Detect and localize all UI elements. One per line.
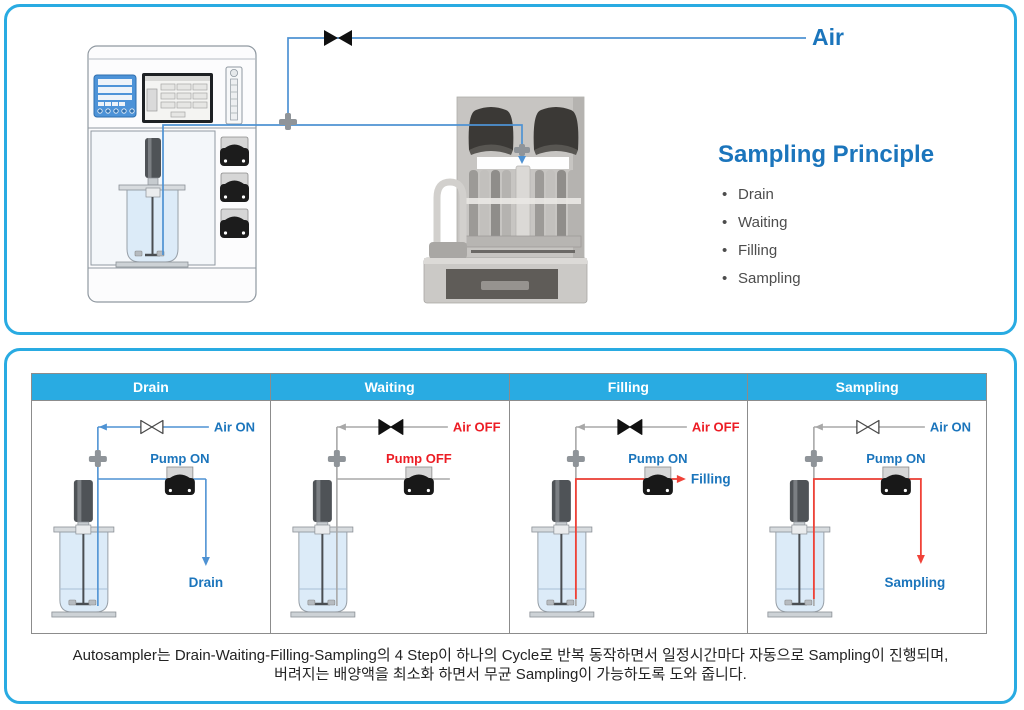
air-label: Air <box>812 24 844 50</box>
step-header: Filling <box>509 374 748 401</box>
air-state-label: Air ON <box>930 420 971 435</box>
autosampler-pump-heads <box>468 107 579 155</box>
valve-open-icon <box>856 419 880 435</box>
pump-icon <box>881 466 912 495</box>
flow-label: Drain <box>189 575 224 590</box>
flow-arrow <box>98 423 107 431</box>
flow-arrow <box>337 423 346 431</box>
step-column-waiting: Waiting Air OFF Pump OFF <box>269 374 509 633</box>
control-panel <box>93 74 137 118</box>
vessel <box>767 480 833 618</box>
vessel <box>290 480 356 618</box>
principle-list: Drain Waiting Filling Sampling <box>718 181 1018 293</box>
tubing-diagram <box>162 30 806 255</box>
scada-screen <box>142 73 213 123</box>
bioreactor-illustration <box>87 45 257 303</box>
t-junction-icon <box>327 450 346 467</box>
steps-table: Drain Drain Air ON Pump ON Waiting <box>31 373 987 634</box>
pump-state-label: Pump ON <box>150 451 209 466</box>
rotameter <box>225 66 243 125</box>
air-state-label: Air OFF <box>453 420 501 435</box>
step-diagram-drain: Drain Air ON Pump ON <box>32 401 270 633</box>
inlet-fitting-icon <box>514 144 530 156</box>
principle-bullet: Drain <box>718 181 1018 209</box>
pump-icon <box>642 466 673 495</box>
flow-label: Filling <box>690 472 730 487</box>
pump-icon <box>403 466 434 495</box>
t-junction-icon <box>279 113 297 130</box>
autosampler-illustration <box>423 96 588 304</box>
valve-closed-icon <box>324 30 352 46</box>
sample-tube-line <box>162 124 523 255</box>
valve-closed-icon <box>616 419 642 435</box>
air-line <box>287 37 806 125</box>
step-header: Sampling <box>748 374 986 401</box>
t-junction-icon <box>566 450 585 467</box>
pump-state-label: Pump OFF <box>386 451 452 466</box>
principle-title: Sampling Principle <box>718 141 935 168</box>
caption: Autosampler는 Drain-Waiting-Filling-Sampl… <box>7 646 1014 684</box>
flow-label: Sampling <box>885 575 946 590</box>
pump-icon <box>164 466 195 495</box>
caption-line-1: Autosampler는 Drain-Waiting-Filling-Sampl… <box>72 647 949 664</box>
t-junction-icon <box>88 450 107 467</box>
pump-state-label: Pump ON <box>867 451 926 466</box>
t-junction-icon <box>805 450 824 467</box>
step-column-drain: Drain Drain Air ON Pump ON <box>32 374 270 633</box>
vessel <box>51 480 117 618</box>
step-diagram-sampling: Sampling Air ON Pump ON <box>748 401 986 633</box>
step-header: Waiting <box>270 374 509 401</box>
flow-arrow <box>576 423 585 431</box>
sampling-principle-panel: Air Sampling Principle Drain Waiting Fil… <box>4 4 1017 335</box>
step-diagram-waiting: Air OFF Pump OFF <box>270 401 509 633</box>
sampling-principle-block: Sampling Principle Drain Waiting Filling… <box>718 141 1018 293</box>
handle <box>433 178 467 245</box>
air-state-label: Air OFF <box>691 420 739 435</box>
vessel <box>115 138 189 268</box>
valve-open-icon <box>140 419 164 435</box>
sample-tubes <box>469 170 577 240</box>
principle-bullet: Filling <box>718 237 1018 265</box>
pump-state-label: Pump ON <box>628 451 687 466</box>
step-column-filling: Filling Filling Air OFF Pump ON <box>508 374 748 633</box>
valve-closed-icon <box>378 419 404 435</box>
flow-arrow <box>815 423 824 431</box>
air-state-label: Air ON <box>214 420 255 435</box>
step-diagram-filling: Filling Air OFF Pump ON <box>509 401 748 633</box>
down-arrow <box>518 156 526 164</box>
vessel <box>528 480 594 618</box>
principle-bullet: Sampling <box>718 265 1018 293</box>
steps-panel: Drain Drain Air ON Pump ON Waiting <box>4 348 1017 704</box>
step-header: Drain <box>32 374 270 401</box>
step-column-sampling: Sampling Sampling Air ON Pump ON <box>747 374 986 633</box>
principle-bullet: Waiting <box>718 209 1018 237</box>
caption-line-2: 버려지는 배양액을 최소화 하면서 무균 Sampling이 가능하도록 도와 … <box>274 666 747 683</box>
